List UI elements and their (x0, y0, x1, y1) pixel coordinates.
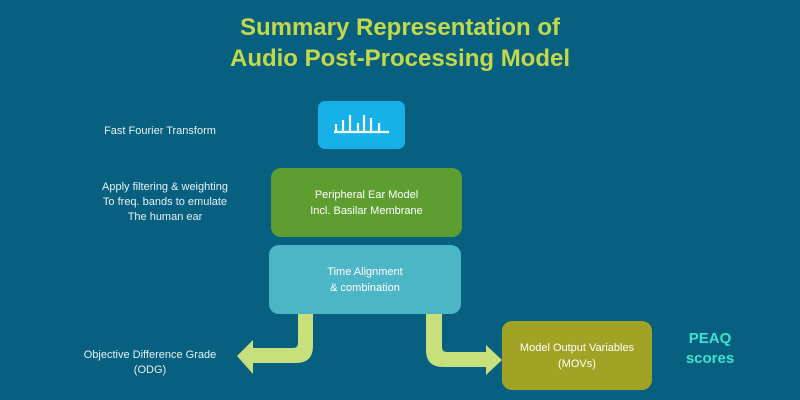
filtering-label: Apply filtering & weighting To freq. ban… (70, 180, 260, 225)
odg-label-line-2: (ODG) (133, 364, 167, 376)
arrow-to-odg (237, 314, 313, 374)
diagram-title: Summary Representation of Audio Post-Pro… (150, 12, 650, 74)
filtering-label-line-1: Apply filtering & weighting (102, 181, 228, 193)
model-output-variables-box: Model Output Variables (MOVs) (502, 321, 652, 390)
time-box-line-1: Time Alignment (327, 265, 403, 278)
odg-label: Objective Difference Grade (ODG) (60, 348, 240, 378)
peaq-line-1: PEAQ (688, 330, 732, 347)
fft-box (318, 101, 405, 149)
peaq-scores-label: PEAQ scores (670, 329, 750, 369)
ear-box-line-2: Incl. Basilar Membrane (310, 204, 423, 217)
fft-label: Fast Fourier Transform (104, 125, 216, 137)
mov-box-line-2: (MOVs) (558, 357, 596, 370)
title-line-1: Summary Representation of (239, 14, 561, 41)
time-alignment-box: Time Alignment & combination (269, 245, 461, 314)
title-line-2: Audio Post-Processing Model (229, 45, 571, 72)
bar-spectrum-icon (334, 115, 389, 134)
filtering-label-line-2: To freq. bands to emulate (102, 196, 228, 208)
time-box-line-2: & combination (330, 281, 400, 294)
mov-box-line-1: Model Output Variables (519, 341, 635, 354)
odg-label-line-1: Objective Difference Grade (83, 349, 217, 361)
arrow-to-mov (426, 314, 502, 375)
filtering-label-line-3: The human ear (127, 211, 203, 223)
peripheral-ear-model-box: Peripheral Ear Model Incl. Basilar Membr… (271, 168, 462, 237)
peaq-line-2: scores (685, 350, 735, 367)
ear-box-line-1: Peripheral Ear Model (314, 188, 419, 201)
